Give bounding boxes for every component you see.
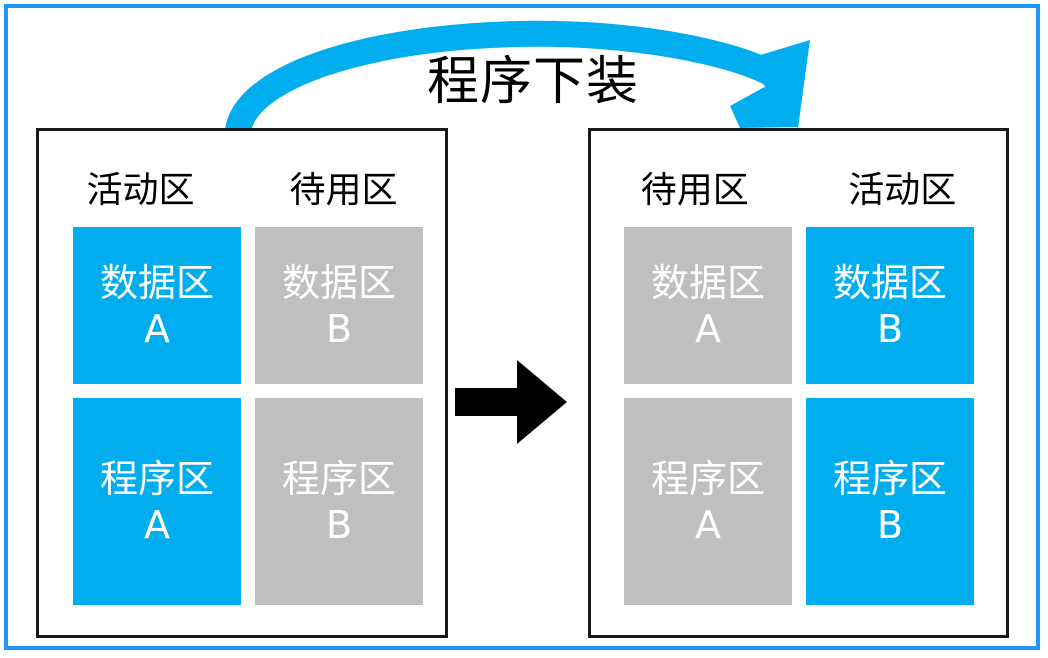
memory-tiles-after: 数据区 A 数据区 B 程序区 A 程序区 B (624, 227, 974, 605)
tile-kind-label: 数据区 (99, 260, 214, 305)
outer-frame-border (4, 4, 1040, 650)
state-transition-arrow (455, 360, 567, 444)
tile-kind-label: 数据区 (832, 260, 947, 305)
memory-panel-after: 待用区 活动区 数据区 A 数据区 B 程序区 A 程序区 B (588, 128, 1009, 638)
tile-kind-label: 程序区 (650, 456, 765, 501)
tile-data-b-before[interactable]: 数据区 B (255, 227, 423, 384)
memory-tiles-before: 数据区 A 数据区 B 程序区 A 程序区 B (73, 227, 423, 605)
column-label-standby-before: 待用区 (289, 170, 398, 211)
tile-bank-label: B (325, 306, 353, 351)
diagram-title: 程序下装 (426, 52, 639, 112)
tile-bank-label: A (695, 306, 721, 351)
tile-bank-label: B (876, 306, 904, 351)
tile-data-a-before[interactable]: 数据区 A (73, 227, 241, 384)
tile-data-a-after[interactable]: 数据区 A (624, 227, 792, 384)
tile-kind-label: 程序区 (281, 456, 396, 501)
column-labels-after: 待用区 活动区 (591, 169, 1006, 213)
column-labels-before: 活动区 待用区 (39, 169, 445, 213)
column-label-active-after: 活动区 (848, 170, 957, 211)
memory-panel-before: 活动区 待用区 数据区 A 数据区 B 程序区 A 程序区 B (36, 128, 448, 638)
tile-kind-label: 数据区 (650, 260, 765, 305)
tile-bank-label: B (876, 502, 904, 547)
tile-bank-label: B (325, 502, 353, 547)
tile-program-b-after[interactable]: 程序区 B (806, 398, 974, 605)
tile-kind-label: 数据区 (281, 260, 396, 305)
tile-program-a-after[interactable]: 程序区 A (624, 398, 792, 605)
tile-bank-label: A (144, 502, 170, 547)
tile-kind-label: 程序区 (832, 456, 947, 501)
tile-program-b-before[interactable]: 程序区 B (255, 398, 423, 605)
tile-kind-label: 程序区 (99, 456, 214, 501)
tile-program-a-before[interactable]: 程序区 A (73, 398, 241, 605)
column-label-active-before: 活动区 (86, 170, 195, 211)
column-label-standby-after: 待用区 (640, 170, 749, 211)
tile-bank-label: A (695, 502, 721, 547)
tile-bank-label: A (144, 306, 170, 351)
tile-data-b-after[interactable]: 数据区 B (806, 227, 974, 384)
